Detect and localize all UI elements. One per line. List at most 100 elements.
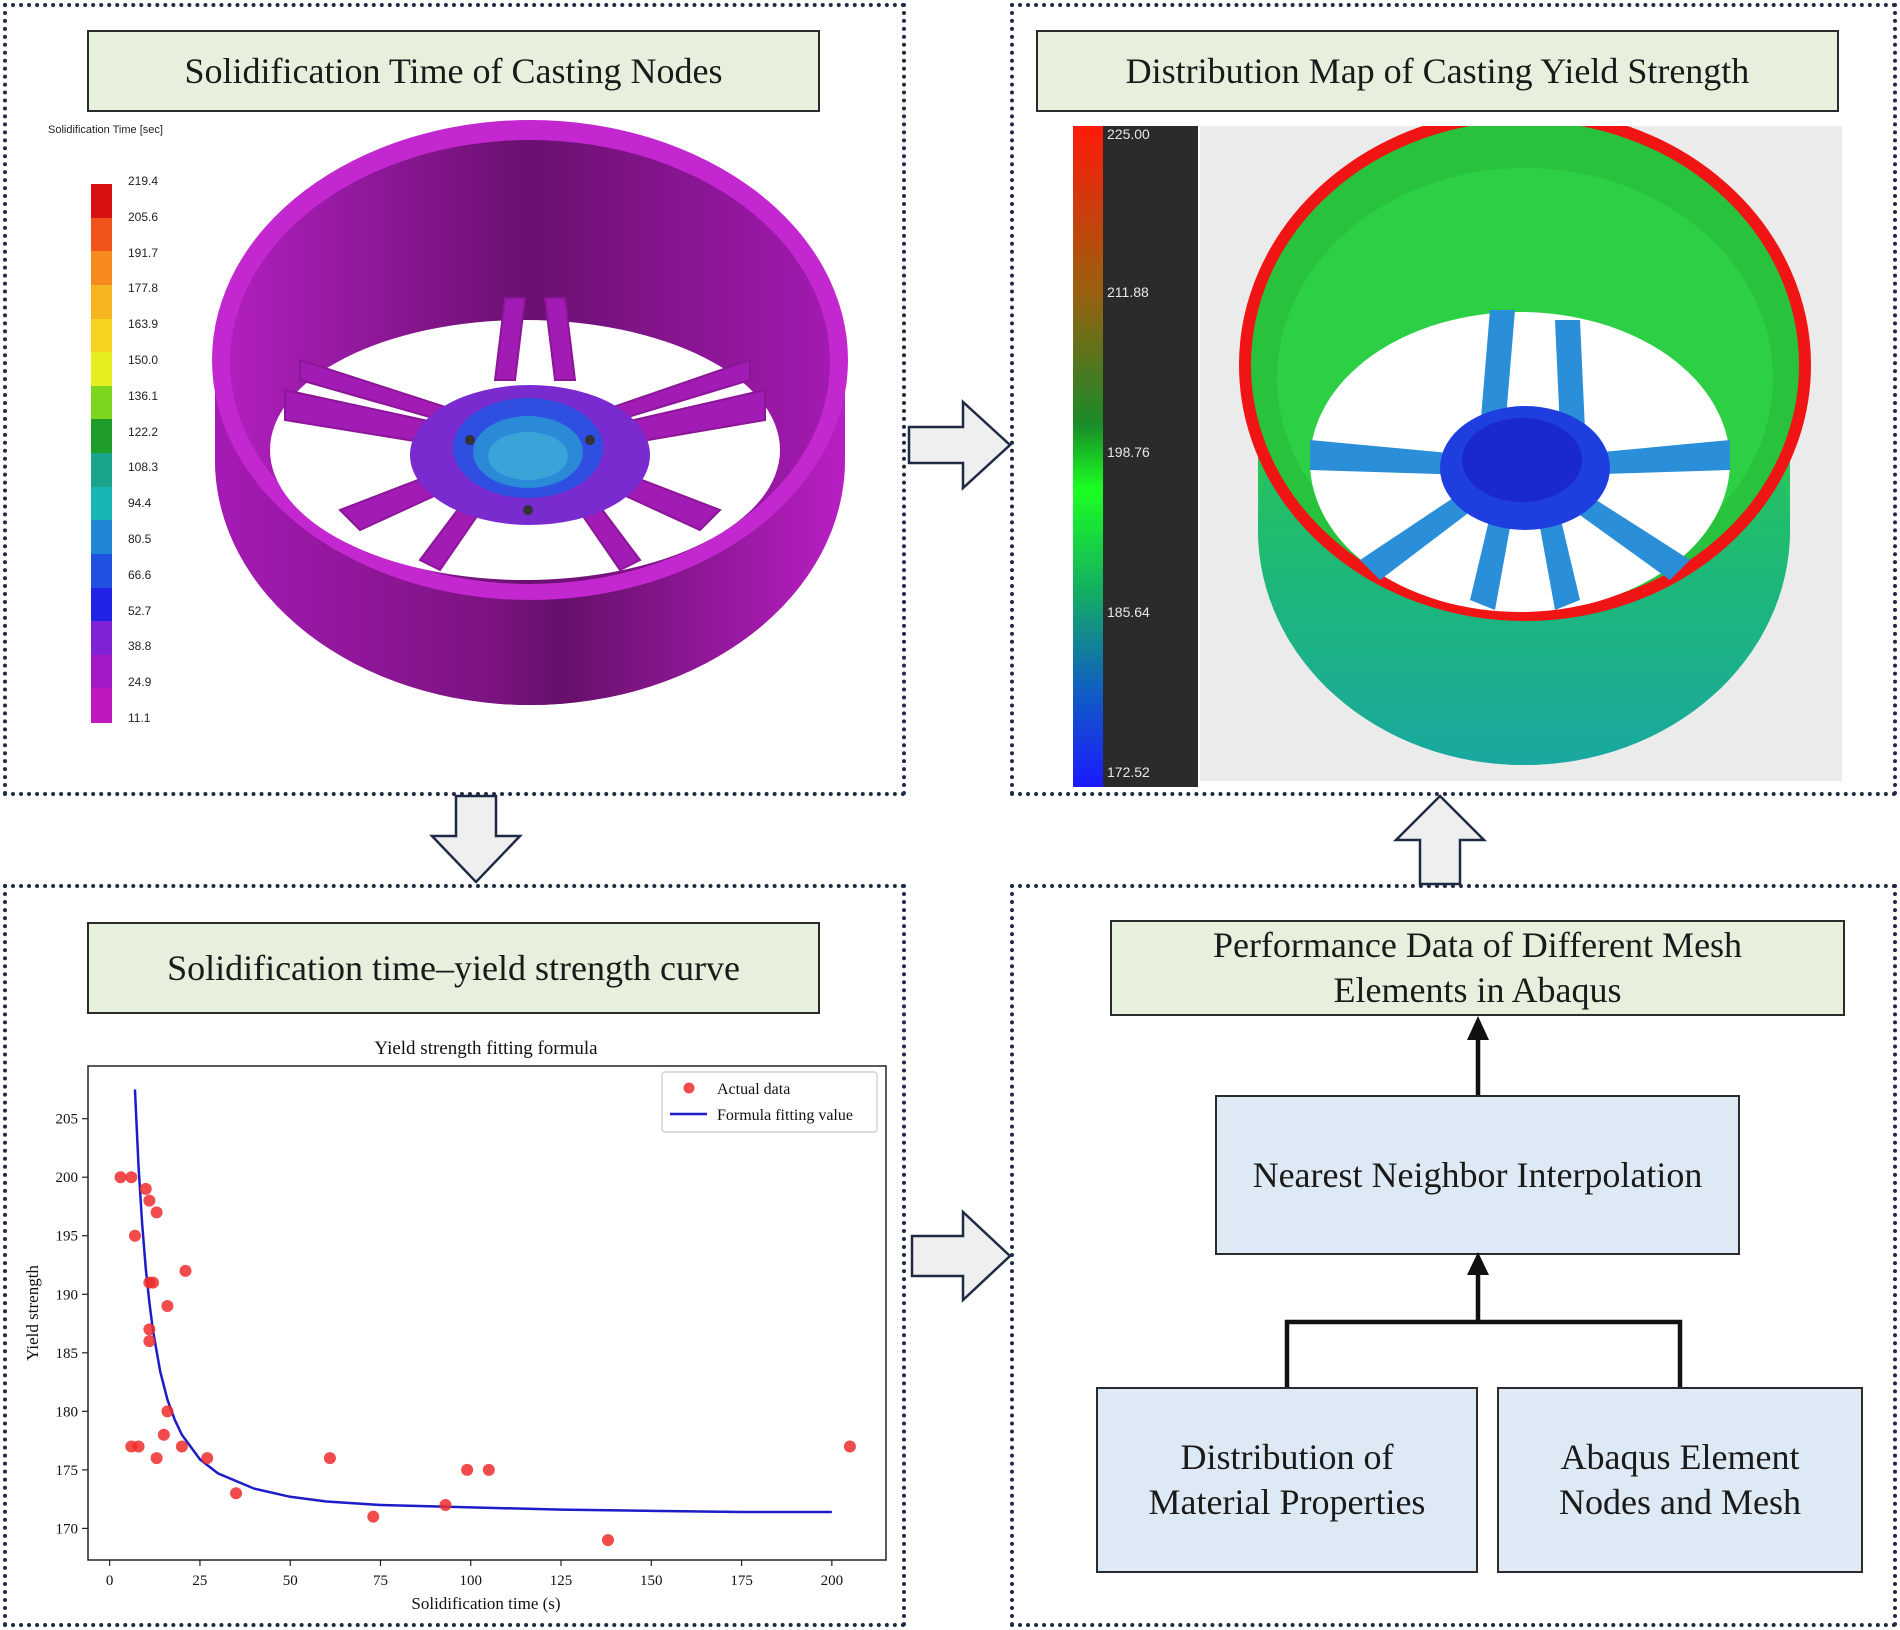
data-point (367, 1510, 380, 1523)
arrow-down-left (429, 794, 523, 884)
legend-label-actual: Actual data (717, 1081, 790, 1098)
yield-scale-tick: 211.88 (1107, 284, 1149, 300)
legend-color-segment (91, 453, 112, 488)
legend-value-label: 94.4 (128, 496, 152, 511)
data-point (230, 1487, 243, 1500)
chart-y-ticks: 170 175 180 185 190 195 200 205 (56, 1112, 88, 1537)
legend-color-segment (91, 385, 112, 420)
arrow-up-right (1392, 794, 1488, 886)
legend-color-segment (91, 419, 112, 454)
solidification-color-bar (91, 184, 112, 723)
arrow-right-top (907, 399, 1012, 491)
x-tick-label: 25 (192, 1573, 207, 1589)
legend-value-label: 24.9 (128, 675, 152, 690)
material-properties-box: Distribution of Material Properties (1096, 1387, 1478, 1573)
y-tick-label: 205 (56, 1112, 79, 1128)
x-tick-label: 100 (460, 1573, 483, 1589)
data-point (175, 1440, 188, 1453)
legend-color-segment (91, 184, 112, 219)
legend-color-segment (91, 688, 112, 723)
legend-color-segment (91, 486, 112, 521)
y-tick-label: 180 (56, 1404, 79, 1420)
data-point (461, 1463, 474, 1476)
x-tick-label: 200 (821, 1573, 844, 1589)
data-point (150, 1452, 163, 1465)
y-tick-label: 175 (56, 1463, 79, 1479)
mesh-panel (1010, 884, 1897, 1627)
legend-value-label: 219.4 (128, 174, 159, 188)
data-point (601, 1534, 614, 1547)
data-point (201, 1452, 214, 1465)
yield-strength-chart: Yield strength fitting formula 0 25 50 75 10… (23, 1038, 887, 1613)
yield-scale-bar (1073, 126, 1103, 787)
legend-color-segment (91, 621, 112, 656)
legend-color-segment (91, 284, 112, 319)
yield-map-panel (1010, 3, 1897, 796)
legend-value-label: 122.2 (128, 424, 159, 439)
x-tick-label: 175 (730, 1573, 753, 1589)
chart-plot-area (87, 1065, 887, 1561)
solidification-legend-title: Solidification Time [sec] (48, 124, 163, 136)
data-point (843, 1440, 856, 1453)
x-tick-label: 150 (640, 1573, 663, 1589)
data-point (179, 1264, 192, 1277)
legend-value-label: 38.8 (128, 639, 152, 654)
data-point (161, 1405, 174, 1418)
mesh-title: Performance Data of Different Mesh Eleme… (1110, 920, 1845, 1016)
data-point (143, 1323, 156, 1336)
legend-color-segment (91, 553, 112, 588)
yield-scale-tick: 172.52 (1107, 764, 1150, 780)
curve-title: Solidification time–yield strength curve (87, 922, 820, 1014)
solidification-time-panel (3, 3, 906, 796)
data-point (157, 1428, 170, 1441)
y-tick-label: 170 (56, 1521, 79, 1537)
legend-value-label: 80.5 (128, 532, 152, 546)
curve-panel (3, 884, 906, 1627)
solidification-legend: Solidification Time [sec] 219.4 205.6 191.… (48, 124, 208, 734)
legend-value-label: 11.1 (128, 711, 151, 725)
legend-label-fit: Formula fitting value (717, 1107, 853, 1124)
y-tick-label: 200 (56, 1170, 79, 1186)
nearest-neighbor-box: Nearest Neighbor Interpolation (1215, 1095, 1740, 1255)
y-tick-label: 190 (56, 1287, 79, 1303)
legend-value-label: 177.8 (128, 281, 159, 296)
data-point (125, 1171, 138, 1184)
legend-value-label: 66.6 (128, 567, 152, 582)
chart-legend: Actual data Formula fitting value (661, 1071, 878, 1133)
y-tick-label: 195 (56, 1229, 79, 1245)
legend-color-segment (91, 654, 112, 689)
x-tick-label: 0 (106, 1573, 114, 1589)
yield-scale-tick: 185.64 (1107, 604, 1150, 620)
wheel-yield-body (1239, 126, 1811, 765)
data-point (139, 1182, 152, 1195)
x-tick-label: 75 (373, 1573, 388, 1589)
data-point (150, 1206, 163, 1219)
data-point (132, 1440, 145, 1453)
chart-title: Yield strength fitting formula (374, 1038, 598, 1059)
data-point (323, 1452, 336, 1465)
data-point (128, 1229, 141, 1242)
data-point (146, 1276, 159, 1289)
legend-value-label: 163.9 (128, 317, 159, 332)
y-tick-label: 185 (56, 1346, 79, 1362)
legend-value-label: 191.7 (128, 245, 159, 260)
data-point (143, 1194, 156, 1207)
legend-color-segment (91, 318, 112, 353)
wheel-solidification-render (212, 120, 848, 705)
x-tick-label: 125 (550, 1573, 573, 1589)
data-point (161, 1299, 174, 1312)
chart-y-label: Yield strength (23, 1265, 42, 1361)
data-point (439, 1498, 452, 1511)
legend-value-label: 108.3 (128, 460, 159, 475)
wheel-yield-render (1200, 126, 1842, 781)
x-tick-label: 50 (283, 1573, 298, 1589)
legend-color-segment (91, 352, 112, 387)
data-point (143, 1335, 156, 1348)
legend-color-segment (91, 217, 112, 252)
data-point (114, 1171, 127, 1184)
yield-scale-tick: 198.76 (1107, 444, 1150, 460)
legend-value-label: 52.7 (128, 603, 152, 618)
legend-value-label: 205.6 (128, 209, 159, 224)
legend-color-segment (91, 251, 112, 286)
